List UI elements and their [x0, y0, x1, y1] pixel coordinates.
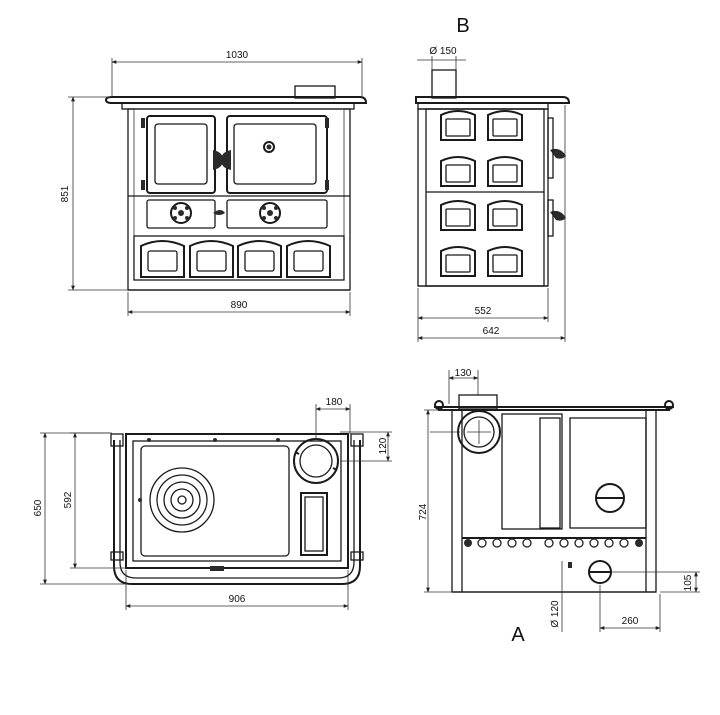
rear-view: 130 [418, 368, 700, 646]
air-inlet-icon [588, 560, 612, 584]
flue-outlet-icon [293, 438, 339, 484]
door-handle-icon [213, 150, 223, 170]
dim-front-width-top: 1030 [226, 50, 249, 61]
dim-top-width: 906 [229, 594, 246, 605]
dim-rear-air-offset: 260 [622, 616, 639, 627]
dim-top-depth-inner: 592 [63, 491, 74, 508]
rear-vent-icon [595, 483, 625, 513]
door-handle-icon [550, 148, 566, 159]
pipe-connectors [464, 538, 643, 548]
thermometer-icon [263, 141, 275, 153]
dim-front-width-base: 890 [231, 300, 248, 311]
rear-flue-icon [457, 410, 501, 454]
dim-rear-air-height: 105 [683, 574, 694, 591]
dim-top-depth-total: 650 [33, 499, 44, 516]
view-label-b: B [456, 15, 469, 37]
side-tiles [440, 110, 523, 277]
dim-flue-diameter: Ø 150 [429, 46, 457, 57]
dim-rear-air-diameter: Ø 120 [550, 600, 561, 628]
dim-rear-flue-x: 130 [455, 368, 472, 379]
drawer-panels [140, 240, 331, 278]
dim-side-depth-base: 552 [475, 306, 492, 317]
view-label-a: A [511, 624, 525, 646]
dim-side-depth-total: 642 [483, 326, 500, 337]
top-view: 180 120 650 592 906 [33, 397, 392, 610]
dim-top-flue-y: 120 [378, 437, 389, 454]
air-control-icon [170, 202, 192, 224]
front-view: 1030 851 890 [60, 50, 368, 316]
side-view: B Ø 150 [415, 15, 571, 342]
dim-top-flue-x: 180 [326, 397, 343, 408]
hob-rings-icon [149, 467, 215, 533]
dim-rear-flue-height: 724 [418, 503, 429, 520]
door-handle-icon [550, 210, 566, 221]
dim-front-height: 851 [60, 185, 71, 202]
air-control-icon [259, 202, 281, 224]
